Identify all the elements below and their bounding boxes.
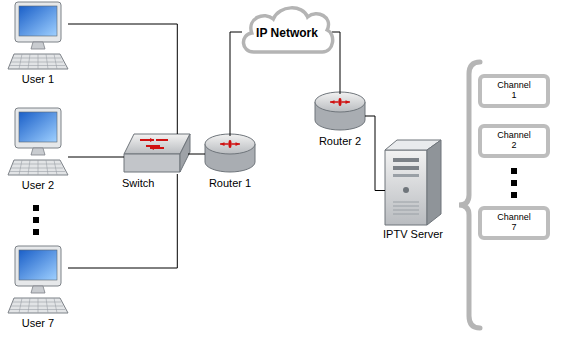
user-computer: User 7	[8, 246, 68, 314]
network-cloud: IP Network	[238, 2, 336, 58]
device-label: IPTV Server	[383, 228, 443, 240]
channel-box: Channel 7	[478, 206, 550, 240]
network-link	[188, 154, 205, 155]
device-label: User 1	[22, 73, 54, 85]
channel-box: Channel 2	[478, 124, 550, 158]
device-label: User 2	[22, 179, 54, 191]
device-label: Router 1	[209, 177, 251, 189]
device-label: User 7	[22, 317, 54, 329]
network-link	[230, 32, 242, 136]
router: Router 1	[205, 130, 255, 174]
channel-label: Channel 2	[497, 131, 531, 151]
device-label: Switch	[122, 177, 154, 189]
network-link	[68, 24, 177, 134]
device-label: Router 2	[319, 135, 361, 147]
router: Router 2	[315, 88, 365, 132]
network-link	[365, 116, 385, 191]
user-computer: User 2	[8, 108, 68, 176]
network-switch: Switch	[122, 132, 192, 174]
channel-label: Channel 7	[497, 213, 531, 233]
network-link	[68, 157, 124, 158]
network-link	[68, 174, 177, 268]
channel-label: Channel 1	[497, 81, 531, 101]
channel-box: Channel 1	[478, 74, 550, 108]
iptv-server: IPTV Server	[385, 140, 441, 225]
user-computer: User 1	[8, 2, 68, 70]
cloud-label: IP Network	[256, 26, 318, 40]
